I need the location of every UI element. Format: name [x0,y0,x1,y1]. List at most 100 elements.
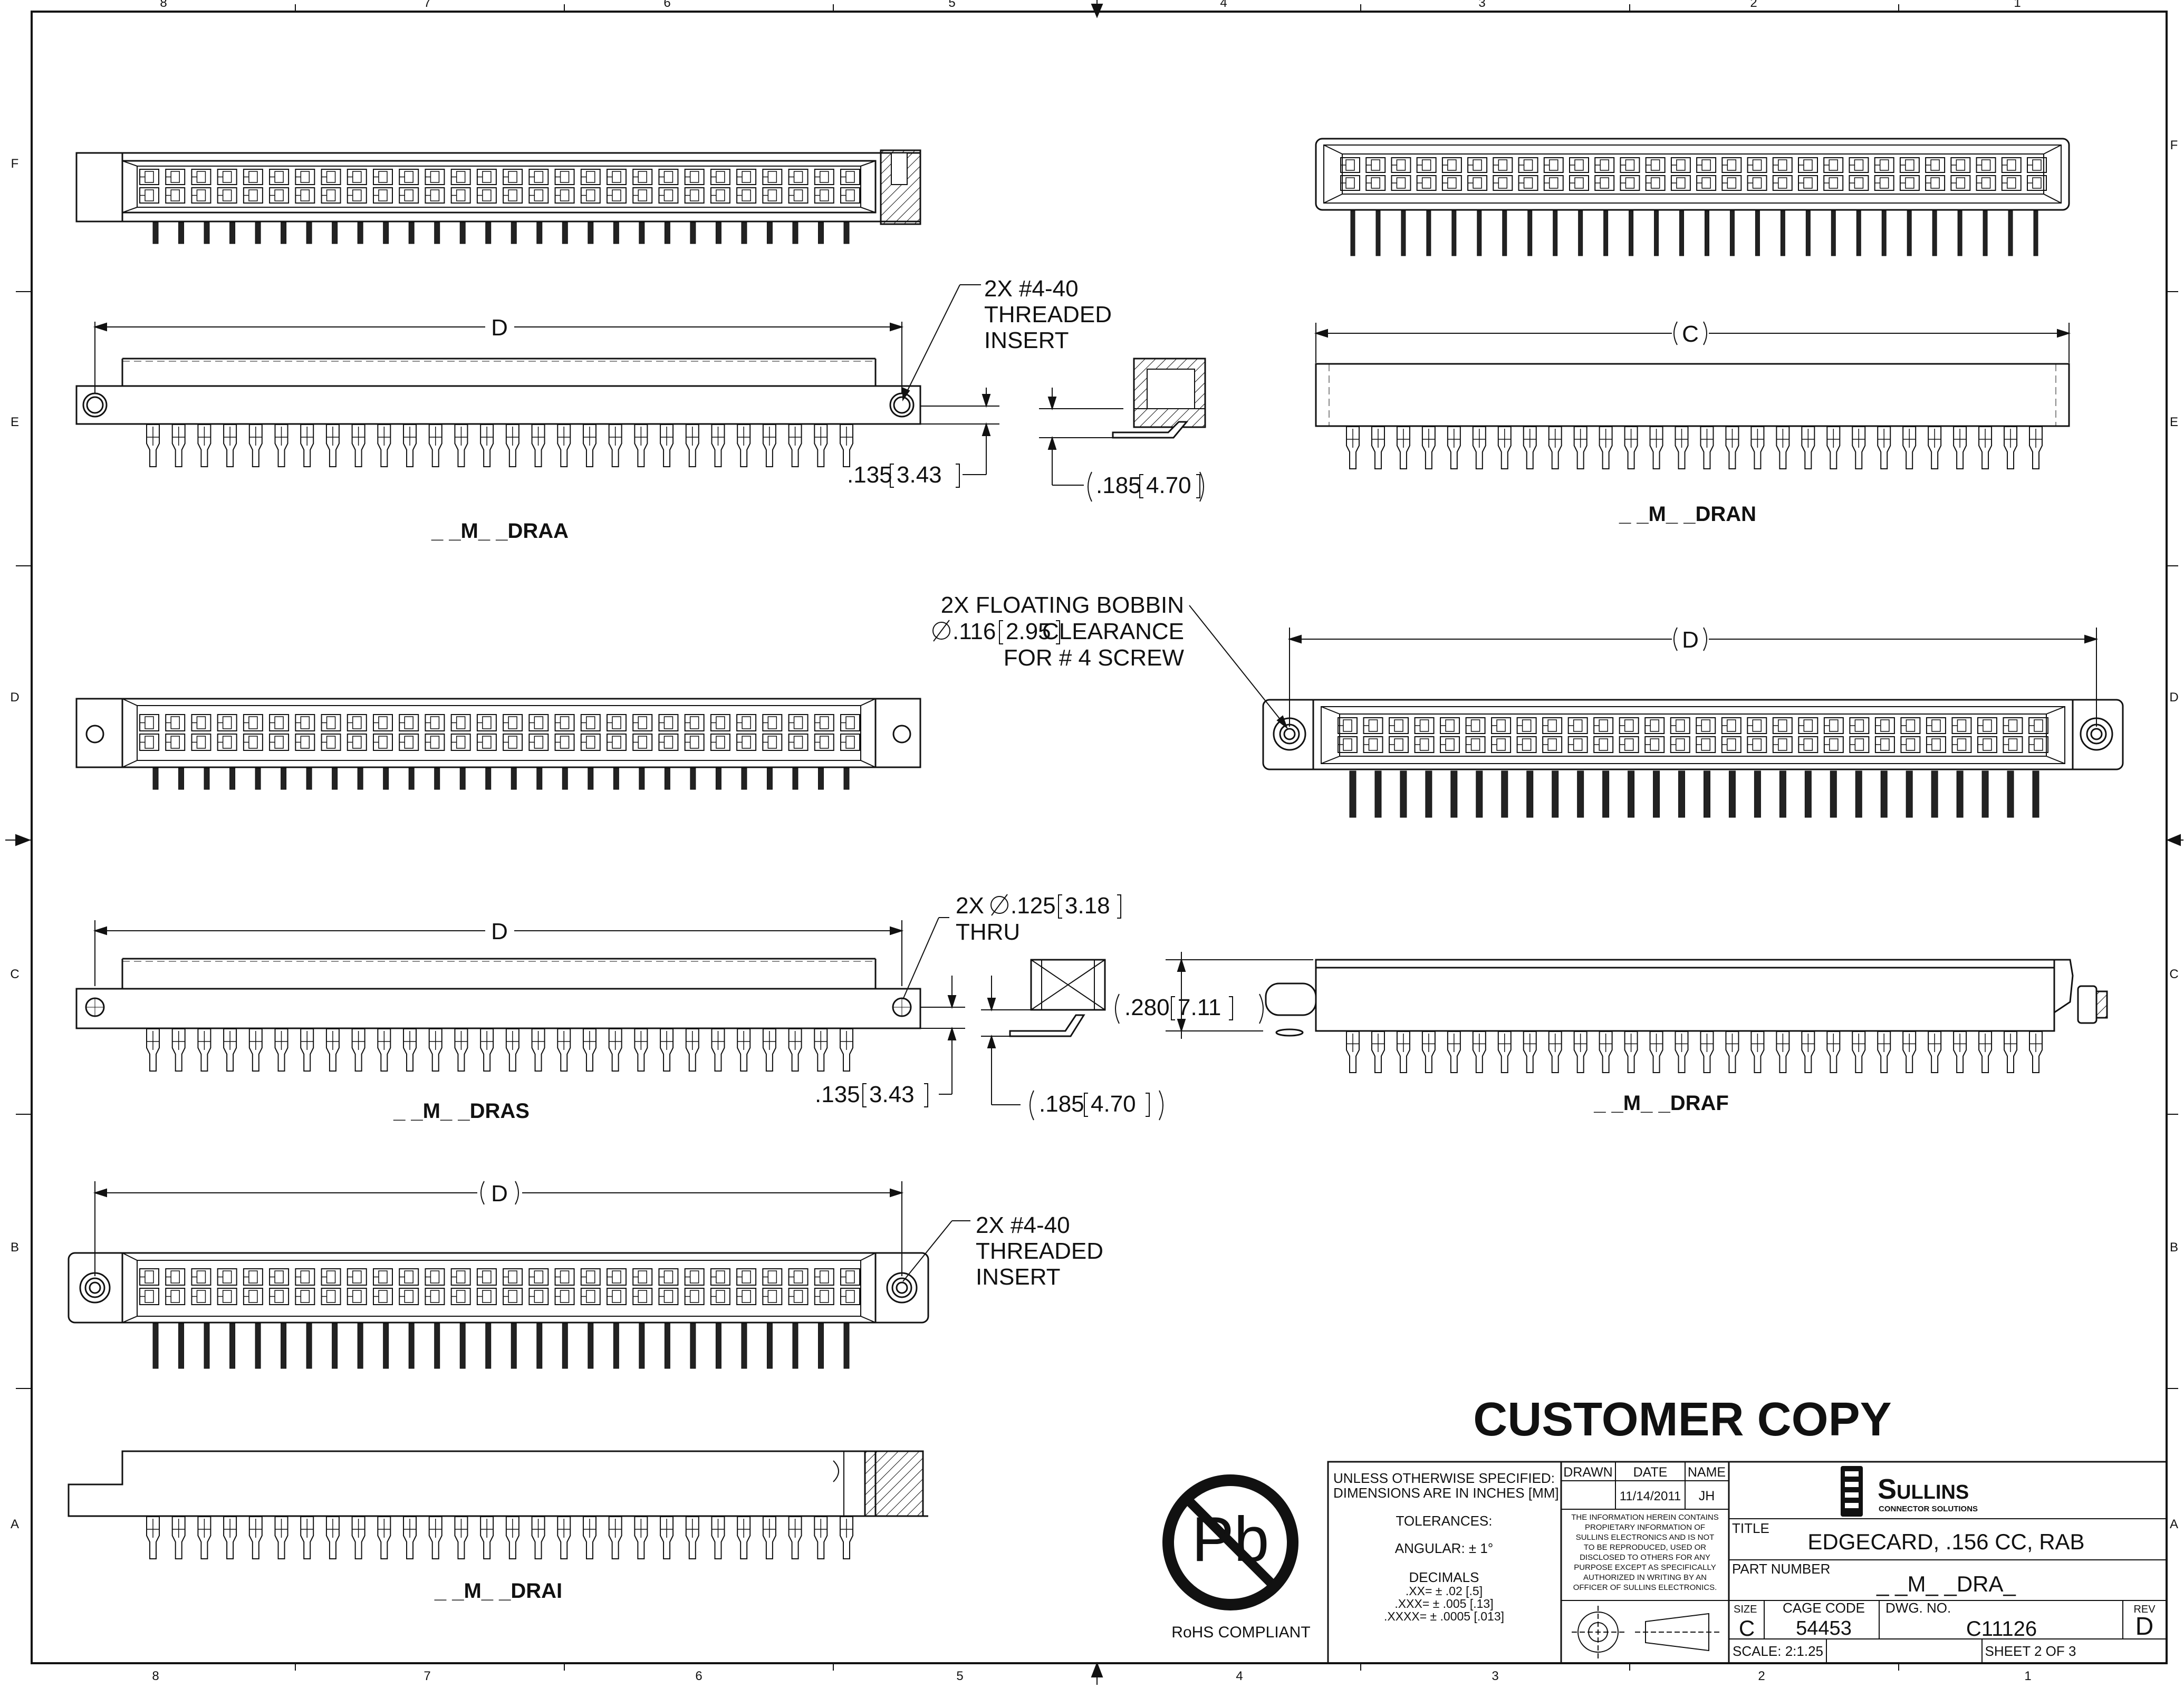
tail-contact [814,1028,828,1072]
pin [511,768,517,790]
decimals-xx: .XX= ± .02 [.5] [1406,1584,1483,1598]
tail-contact [814,424,828,467]
contact-spring [534,736,544,749]
view-dras-dim-185-mm: 4.70 [1091,1091,1136,1117]
view-dras-callout-leader [902,917,949,1000]
part-number: _ _M_ _DRA_ [1876,1571,2016,1596]
contact-spring [560,736,570,749]
zone-col-top-1: 1 [2014,0,2021,10]
tail-contact [1346,426,1360,469]
tail-contact [711,1516,725,1559]
contact-spring [508,189,517,201]
contact-spring [1523,159,1533,171]
tail-contact [840,1028,853,1072]
centering-marks [5,0,2183,1685]
zone-row-right-d: D [2169,690,2178,705]
contact-spring [404,1290,413,1303]
tail-contact [171,424,186,467]
pin [332,768,338,790]
pin [229,1323,236,1369]
pin [255,768,261,790]
tail-contact [480,424,494,467]
tail-contact [505,424,519,467]
tail-contact [557,1516,571,1559]
tail-contact [351,1516,365,1559]
contact-spring [300,1290,310,1303]
view-draf-callout-bracket [999,620,1060,644]
contact-spring [638,1270,647,1284]
tail-contact [1497,1031,1512,1073]
tail-contact [1371,1031,1385,1073]
pin [485,768,492,790]
pin [1804,770,1812,818]
pin [357,1323,363,1369]
contact-spring [1445,738,1455,751]
contact-spring [300,1270,310,1284]
proprietary-line-2: PROPIETARY INFORMATION OF [1585,1523,1705,1532]
pin [843,222,850,244]
contact-spring [300,716,310,729]
contact-spring [716,171,725,183]
pin [255,1323,261,1369]
tail-contact [608,424,622,467]
tail-contact [248,424,263,467]
contact-spring [1368,738,1378,751]
contact-spring [430,1270,440,1284]
pin [588,222,594,244]
pin [1932,210,1937,256]
contact-spring [482,1290,492,1303]
contact-spring [170,171,180,183]
contact-spring [404,716,413,729]
contact-spring [663,171,674,183]
view-draa-dim-135-value: .135 [847,462,892,488]
pin [332,1323,338,1369]
pin [1450,770,1458,818]
contact-spring [1778,719,1787,732]
title-block [1327,1461,2168,1664]
tail-contact [531,1516,545,1559]
contact-spring [820,171,829,183]
tail-contact [762,1516,776,1559]
contact-spring [430,716,440,729]
contact-spring [1447,177,1457,189]
zone-labels-rows: F E D C B A F E D C B A [10,138,2178,1531]
contact-spring [1394,719,1403,732]
pin [408,768,415,790]
pin [204,1323,210,1369]
contact-spring [1547,738,1557,751]
contact-spring [716,1270,725,1284]
contact-spring [586,716,595,729]
size-value: C [1739,1616,1755,1641]
contact-spring [1981,159,1991,171]
contact-spring [1829,719,1839,732]
tail-contact [1700,426,1714,469]
decimals-xxx: .XXX= ± .005 [.13] [1394,1597,1493,1610]
contact-spring [612,171,621,183]
tail-contact [274,1516,288,1559]
tail-contact [1649,1031,1663,1073]
contact-spring [612,736,621,749]
contact-spring [326,1290,336,1303]
contact-spring [1343,719,1352,732]
pin [1375,210,1381,256]
contact-spring [1931,738,1941,751]
contact-spring [1829,159,1838,171]
view-draf-top-pins [1349,770,2039,818]
pin [536,768,543,790]
tail-contact [608,1028,622,1072]
zone-row-left-c: C [10,967,19,981]
contact-spring [456,1270,466,1284]
contact-spring [1906,738,1916,751]
contact-spring [248,1270,258,1284]
contact-spring [378,716,388,729]
contact-spring [793,1290,803,1303]
view-draf-dimension-d [1287,628,2099,727]
view-dras-callout-2x: 2X [956,893,984,919]
rev-value: D [2135,1613,2154,1641]
size-label: SIZE [1734,1604,1757,1615]
contact-spring [1650,159,1660,171]
tail-contact [2029,426,2043,469]
contact-spring [793,736,803,749]
sheet-number: SHEET 2 OF 3 [1985,1643,2076,1659]
contact-spring [1368,719,1378,732]
